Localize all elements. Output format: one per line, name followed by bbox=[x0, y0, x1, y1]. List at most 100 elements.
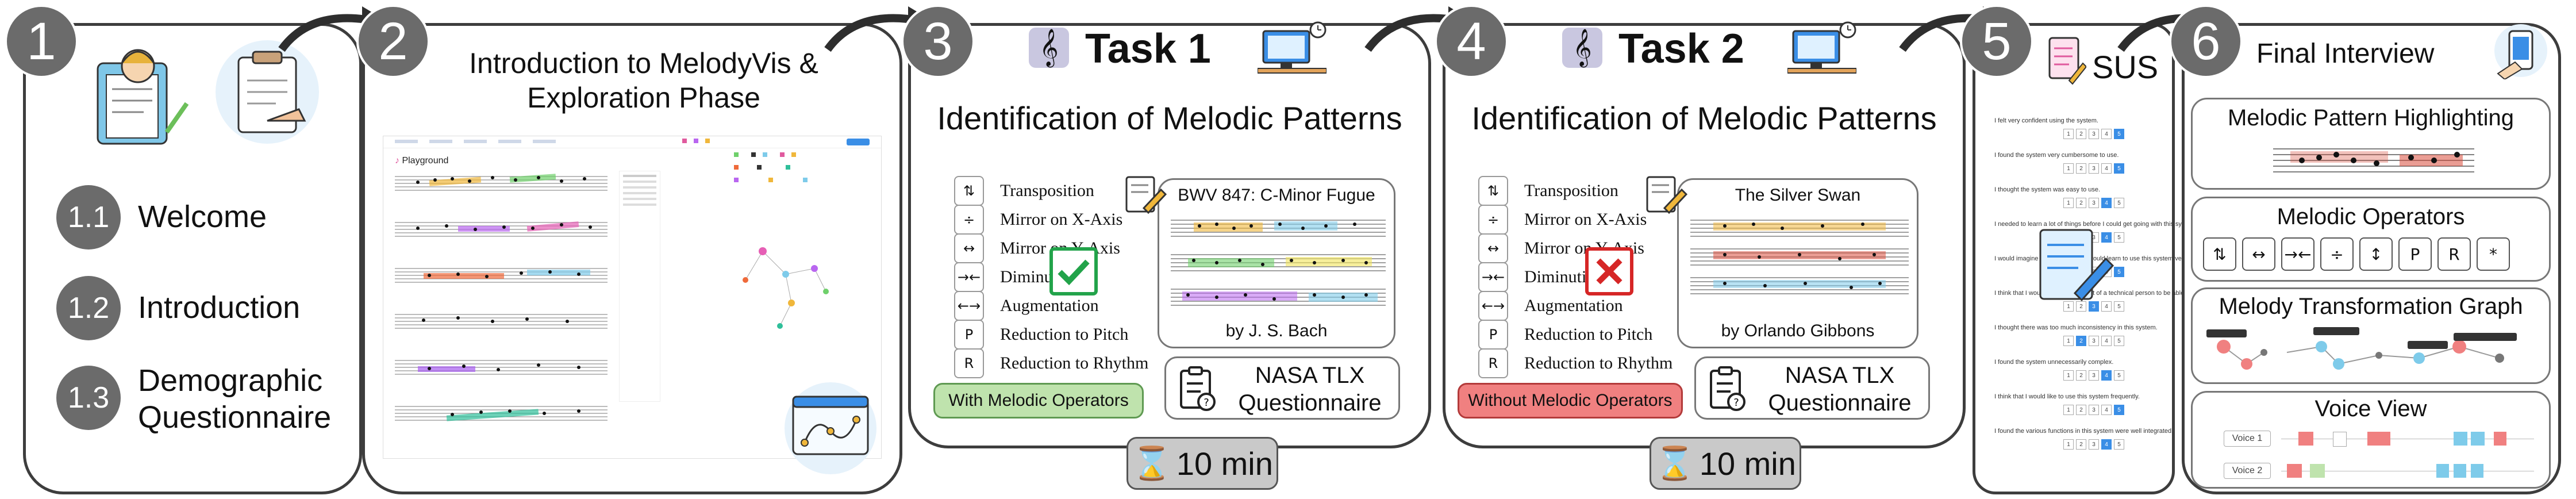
highlighting-score-snippet bbox=[2273, 148, 2474, 172]
score-card-task2: The Silver Swan by Orlando Gibbons bbox=[1677, 178, 1918, 348]
hourglass-icon: ⌛ bbox=[1132, 445, 1172, 482]
mirror-x-icon: ÷ bbox=[1478, 205, 1508, 235]
time-box-task1: ⌛ 10 min bbox=[1126, 437, 1278, 490]
clipboard-sign-illustration bbox=[216, 40, 319, 144]
substep-label-welcome: Welcome bbox=[138, 199, 267, 234]
substep-badge-1-2: 1.2 bbox=[56, 276, 121, 340]
op-btn-mirror-y[interactable]: ↔ bbox=[2242, 237, 2275, 271]
op-btn-wildcard[interactable]: * bbox=[2477, 237, 2510, 271]
op-btn-augmentation[interactable]: ↕ bbox=[2359, 237, 2393, 271]
sus-item-2: I found the system very cumbersome to us… bbox=[1994, 152, 2119, 159]
score-card-task1: BWV 847: C-Minor Fugue by J. S. Bach bbox=[1158, 178, 1395, 348]
score-staves bbox=[1171, 220, 1386, 306]
voice-row-2: Voice 2 bbox=[2201, 460, 2543, 481]
app-score-view bbox=[395, 174, 608, 421]
score-title: BWV 847: C-Minor Fugue bbox=[1178, 186, 1375, 205]
operator-augmentation: ←→Augmentation bbox=[954, 291, 1099, 321]
operator-button-row: ⇅ ↔ →← ÷ ↕ P R * bbox=[2203, 237, 2516, 271]
treble-clef-icon: 𝄞 bbox=[1562, 28, 1602, 68]
interview-illustration bbox=[2494, 24, 2547, 79]
task-1-subtitle: Identification of Melodic Patterns bbox=[937, 100, 1402, 136]
task-1-title: Task 1 bbox=[1085, 26, 1211, 72]
sus-item-9: I think that I would like to use this sy… bbox=[1994, 393, 2140, 400]
transposition-icon: ⇅ bbox=[1478, 176, 1508, 206]
fi-section-operators: Melodic Operators ⇅ ↔ →← ÷ ↕ P R * bbox=[2191, 197, 2551, 282]
task-2-title: Task 2 bbox=[1618, 26, 1744, 72]
app-suggestions-panel bbox=[619, 171, 660, 402]
edit-document-icon bbox=[1646, 176, 1687, 214]
checkmark-icon bbox=[1049, 247, 1098, 295]
time-label: 10 min bbox=[1699, 445, 1796, 482]
fi-section-voice-view: Voice View Voice 1 Voice 2 bbox=[2191, 391, 2551, 489]
rhythm-icon: R bbox=[954, 348, 984, 378]
survey-form-illustration bbox=[2039, 229, 2114, 302]
sus-item-7: I thought there was too much inconsisten… bbox=[1994, 324, 2158, 331]
clipboard-person-illustration bbox=[97, 49, 189, 145]
voice-1-label: Voice 1 bbox=[2224, 431, 2271, 447]
app-tab-playground[interactable]: ♪ Playground bbox=[395, 156, 448, 166]
augmentation-icon: ←→ bbox=[1478, 291, 1508, 321]
operator-mirror-x: ÷Mirror on X-Axis bbox=[1478, 205, 1647, 235]
app-toolbar bbox=[383, 136, 881, 148]
final-interview-title: Final Interview bbox=[2256, 39, 2435, 69]
condition-with-operators: With Melodic Operators bbox=[933, 383, 1144, 419]
step-badge-3: 3 bbox=[901, 5, 975, 78]
score-staves bbox=[1690, 220, 1909, 294]
mirror-y-icon: ↔ bbox=[954, 233, 984, 263]
desk-computer-icon bbox=[1787, 21, 1856, 74]
hourglass-icon: ⌛ bbox=[1655, 445, 1695, 482]
music-icon: ♪ bbox=[395, 156, 399, 166]
score-title: The Silver Swan bbox=[1735, 186, 1861, 205]
fi-section-highlighting: Melodic Pattern Highlighting bbox=[2191, 98, 2551, 190]
svg-text:?: ? bbox=[1204, 397, 1209, 409]
transposition-icon: ⇅ bbox=[954, 176, 984, 206]
time-box-task2: ⌛ 10 min bbox=[1650, 437, 1801, 490]
nasa-tlx-card-task2: ? NASA TLX Questionnaire bbox=[1694, 356, 1930, 420]
treble-clef-icon: 𝄞 bbox=[1029, 28, 1069, 68]
op-btn-rhythm[interactable]: R bbox=[2437, 237, 2471, 271]
exploration-illustration bbox=[785, 382, 876, 474]
op-btn-transposition[interactable]: ⇅ bbox=[2203, 237, 2236, 271]
mirror-x-icon: ÷ bbox=[954, 205, 984, 235]
task-2-subtitle: Identification of Melodic Patterns bbox=[1471, 100, 1937, 136]
op-btn-pitch[interactable]: P bbox=[2398, 237, 2432, 271]
step-badge-1: 1 bbox=[5, 5, 78, 78]
sus-item-8: I found the system unnecessarily complex… bbox=[1994, 359, 2114, 366]
app-pattern-grid bbox=[682, 139, 808, 182]
cross-icon bbox=[1585, 247, 1633, 295]
questionnaire-icon: ? bbox=[1180, 366, 1216, 411]
app-transformation-graph bbox=[743, 247, 829, 329]
pitch-icon: P bbox=[1478, 320, 1508, 350]
pitch-icon: P bbox=[954, 320, 984, 350]
nasa-tlx-label: NASA TLX Questionnaire bbox=[1768, 363, 1912, 416]
sus-item-10: I found the various functions in this sy… bbox=[1994, 428, 2174, 435]
augmentation-icon: ←→ bbox=[954, 291, 984, 321]
step-badge-2: 2 bbox=[356, 5, 430, 78]
operator-transposition: ⇅Transposition bbox=[954, 176, 1094, 206]
step-2-title: Introduction to MelodyVis & Exploration … bbox=[469, 47, 818, 114]
svg-text:?: ? bbox=[1733, 397, 1739, 409]
app-tab-label: Playground bbox=[402, 156, 449, 166]
substep-label-demographic: Demographic Questionnaire bbox=[138, 363, 332, 435]
step-badge-6: 6 bbox=[2169, 5, 2243, 78]
fi-section-title: Melodic Pattern Highlighting bbox=[2227, 105, 2515, 130]
op-btn-diminution[interactable]: →← bbox=[2281, 237, 2314, 271]
edit-document-icon bbox=[1125, 176, 1167, 214]
time-label: 10 min bbox=[1176, 445, 1273, 482]
desk-computer-icon bbox=[1258, 21, 1327, 74]
op-btn-mirror-x[interactable]: ÷ bbox=[2320, 237, 2354, 271]
substep-badge-1-1: 1.1 bbox=[56, 185, 121, 250]
mirror-y-icon: ↔ bbox=[1478, 233, 1508, 263]
